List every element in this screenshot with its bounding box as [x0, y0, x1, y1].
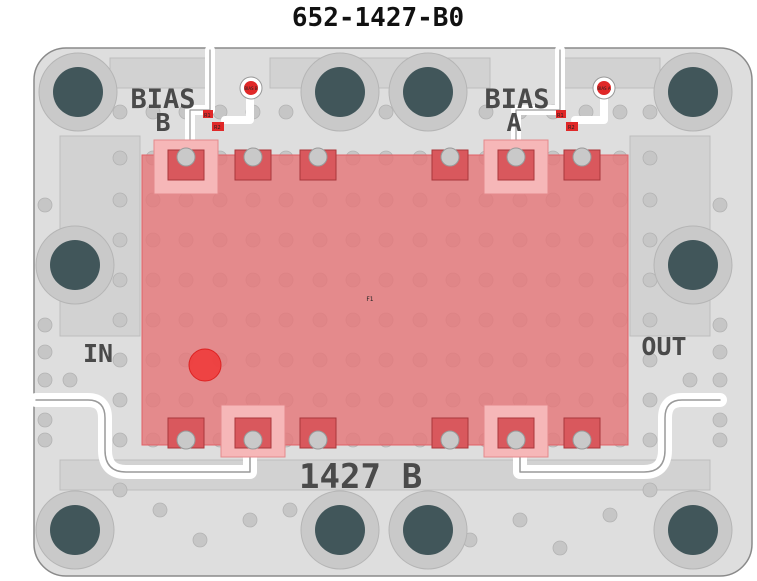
via — [642, 192, 658, 208]
bias-a-r1 — [556, 110, 566, 118]
input-label: IN — [83, 339, 113, 368]
mount-hole — [35, 225, 115, 305]
bias-b-r1-label: R1 — [204, 113, 211, 119]
bond-pad-top — [431, 147, 469, 181]
bias-a-r2 — [566, 122, 578, 131]
bond-pad-top — [153, 139, 219, 195]
mount-hole — [388, 52, 468, 132]
part-suffix-label: B — [402, 457, 422, 497]
via — [282, 502, 298, 518]
bond-pad-bottom — [167, 417, 205, 450]
bias-a-label: BIAS — [484, 84, 549, 115]
via — [37, 344, 53, 360]
die-label: F1 — [366, 296, 373, 303]
via — [112, 482, 128, 498]
bond-pad-top — [299, 147, 337, 181]
via — [642, 392, 658, 408]
bias-b-testpoint-label: BIAS B — [244, 86, 257, 91]
via — [112, 232, 128, 248]
mount-hole — [388, 490, 468, 570]
via — [478, 104, 494, 120]
via — [642, 150, 658, 166]
die-highlight — [141, 154, 629, 446]
bond-pad-top — [563, 147, 601, 181]
via — [378, 104, 394, 120]
via — [712, 197, 728, 213]
bias-a-components: R1 R2 BIAS A — [556, 76, 616, 131]
via — [37, 432, 53, 448]
bond-pad-bottom — [431, 417, 469, 450]
bias-a-r1-label: R1 — [557, 113, 564, 119]
via — [682, 372, 698, 388]
bias-b-label: BIAS — [130, 84, 195, 115]
via — [552, 540, 568, 556]
via — [112, 312, 128, 328]
mount-hole — [653, 225, 733, 305]
via — [642, 104, 658, 120]
mount-hole — [38, 52, 118, 132]
bias-b-letter: B — [155, 108, 170, 137]
output-label: OUT — [641, 332, 686, 361]
pin1-marker — [188, 348, 222, 382]
mount-hole — [300, 490, 380, 570]
mount-hole — [653, 52, 733, 132]
via — [512, 512, 528, 528]
via — [712, 344, 728, 360]
rf-traces — [29, 45, 727, 479]
via — [612, 104, 628, 120]
mount-hole — [35, 490, 115, 570]
via — [112, 150, 128, 166]
via — [112, 104, 128, 120]
via — [712, 372, 728, 388]
via — [242, 512, 258, 528]
via — [112, 432, 128, 448]
bias-a-letter: A — [506, 108, 521, 137]
bond-pad-bottom — [299, 417, 337, 450]
bias-a-trace-2 — [571, 86, 608, 124]
bond-pad-bottom — [563, 417, 601, 450]
via — [112, 272, 128, 288]
via — [112, 192, 128, 208]
via — [37, 317, 53, 333]
via — [37, 197, 53, 213]
via — [602, 507, 618, 523]
mounting-holes — [35, 52, 733, 570]
via — [145, 104, 161, 120]
bias-b-r1 — [203, 110, 213, 118]
via — [642, 232, 658, 248]
bond-pad-top — [234, 147, 272, 181]
via — [37, 412, 53, 428]
mount-hole — [300, 52, 380, 132]
via — [192, 532, 208, 548]
via — [712, 432, 728, 448]
mount-hole — [653, 490, 733, 570]
via — [112, 352, 128, 368]
via — [712, 317, 728, 333]
bias-a-testpoint-label: BIAS A — [597, 86, 610, 91]
via — [642, 432, 658, 448]
bias-a-r2-label: R2 — [568, 125, 575, 131]
bond-pad-bottom — [483, 404, 549, 458]
bias-b-components: R1 R2 BIAS B — [203, 76, 263, 131]
part-number-label: 1427 — [299, 457, 381, 497]
die-pads — [153, 139, 601, 458]
via — [712, 412, 728, 428]
via — [62, 372, 78, 388]
via — [642, 312, 658, 328]
via — [278, 104, 294, 120]
via — [642, 352, 658, 368]
via — [152, 502, 168, 518]
bias-b-trace-2 — [221, 86, 254, 124]
bond-pad-top — [483, 139, 549, 195]
bias-b-r2-label: R2 — [214, 125, 221, 131]
via — [112, 392, 128, 408]
bias-b-r2 — [212, 122, 224, 131]
board-title: 652-1427-B0 — [292, 3, 464, 33]
via — [642, 482, 658, 498]
bond-pad-bottom — [220, 404, 286, 458]
via — [37, 372, 53, 388]
